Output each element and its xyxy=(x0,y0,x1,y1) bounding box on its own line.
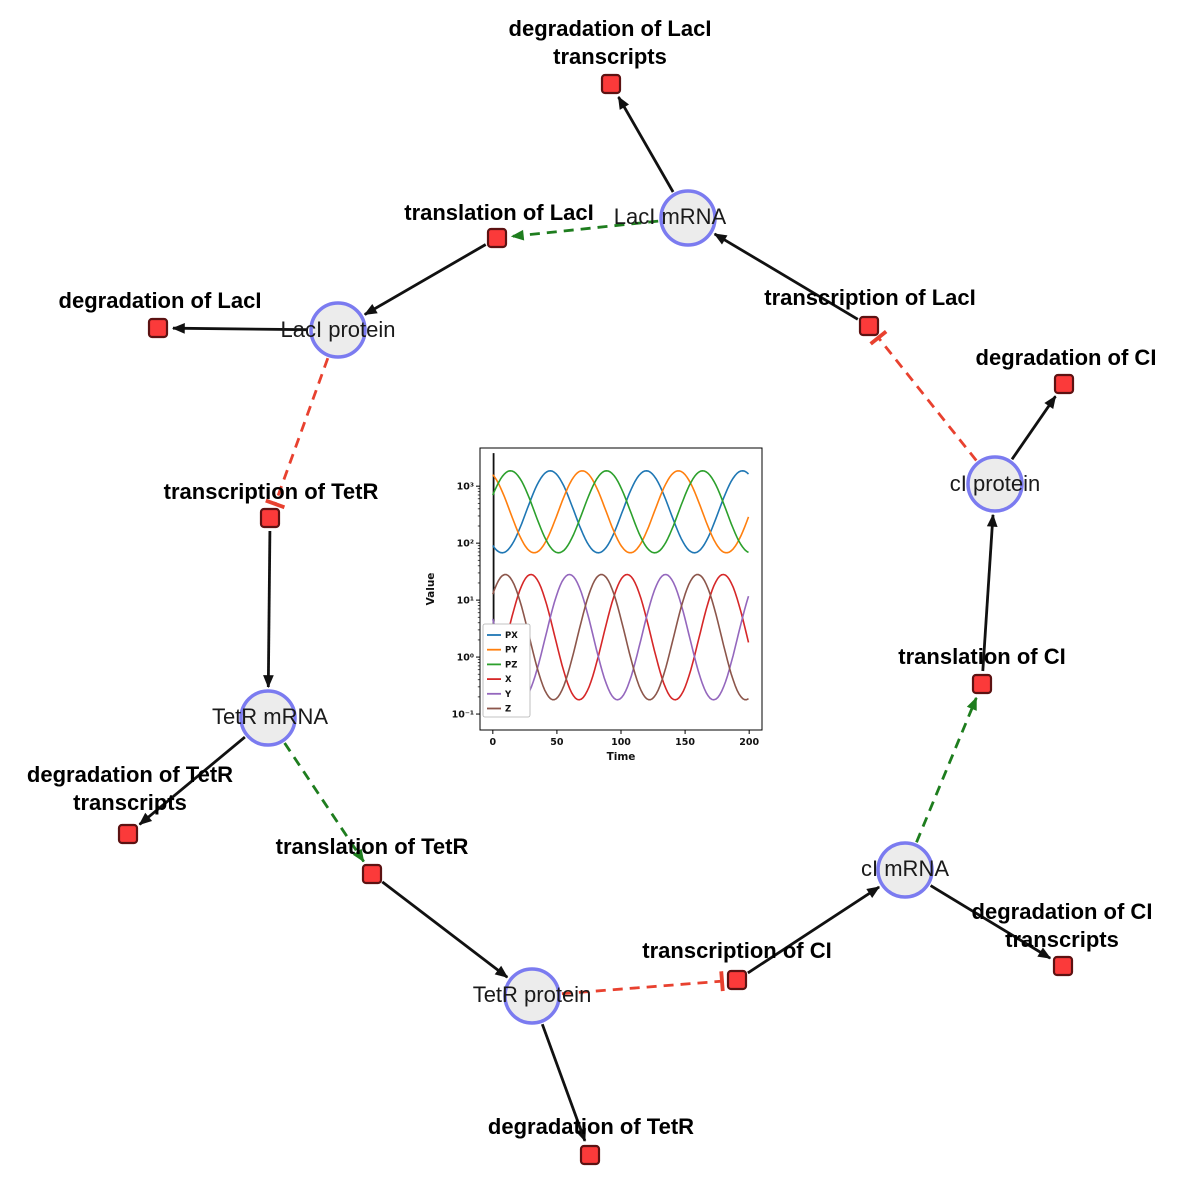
y-tick-label: 10³ xyxy=(457,482,474,493)
species-node-TetR_protein[interactable] xyxy=(503,967,561,1025)
reaction-node-deg_CI[interactable] xyxy=(1053,373,1075,395)
species-label-LacI_mRNA: LacI mRNA xyxy=(614,204,727,229)
species-node-TetR_mRNA[interactable] xyxy=(239,689,297,747)
reaction-label-deg_TetR: degradation of TetR xyxy=(488,1114,694,1139)
edge-production-transl_LacI-to-LacI_protein xyxy=(363,243,487,316)
chart-series-X xyxy=(492,573,750,701)
species-label-TetR_protein: TetR protein xyxy=(473,982,592,1007)
reaction-node-transl_CI[interactable] xyxy=(971,673,993,695)
x-axis-label: Time xyxy=(607,751,636,763)
reaction-label-txn_LacI: transcription of LacI xyxy=(764,285,975,310)
reaction-node-deg_LacI[interactable] xyxy=(147,317,169,339)
edge-production-txn_TetR-to-TetR_mRNA xyxy=(263,530,274,689)
reaction-label-transl_CI: translation of CI xyxy=(898,644,1065,669)
edge-modifier-TetR_mRNA-to-transl_TetR xyxy=(283,742,365,863)
x-tick-label: 100 xyxy=(611,737,631,748)
y-tick-label: 10⁻¹ xyxy=(452,710,474,721)
x-tick-label: 0 xyxy=(490,737,497,748)
edge-consumption-LacI_mRNA-to-deg_LacI_tx xyxy=(617,96,675,193)
x-tick-label: 150 xyxy=(675,737,695,748)
species-label-cI_protein: cI protein xyxy=(950,471,1041,496)
edge-production-transl_CI-to-cI_protein xyxy=(981,513,998,672)
reaction-node-deg_LacI_tx[interactable] xyxy=(600,73,622,95)
x-tick-label: 50 xyxy=(550,737,564,748)
y-tick-label: 10² xyxy=(457,539,474,550)
species-node-LacI_protein[interactable] xyxy=(309,301,367,359)
reaction-node-deg_TetR[interactable] xyxy=(579,1144,601,1166)
reaction-node-deg_TetR_tx[interactable] xyxy=(117,823,139,845)
chart-series-PY xyxy=(492,470,750,554)
species-label-cI_mRNA: cI mRNA xyxy=(861,856,949,881)
species-node-LacI_mRNA[interactable] xyxy=(659,189,717,247)
species-node-cI_mRNA[interactable] xyxy=(876,841,934,899)
edge-modifier-cI_mRNA-to-transl_CI xyxy=(915,696,978,843)
legend-label-X: X xyxy=(505,675,512,685)
edge-consumption-TetR_mRNA-to-deg_TetR_tx xyxy=(138,736,246,826)
reaction-label-deg_CI: degradation of CI xyxy=(976,345,1157,370)
chart-series-PX xyxy=(492,470,750,554)
reaction-node-transl_TetR[interactable] xyxy=(361,863,383,885)
x-tick-label: 200 xyxy=(739,737,759,748)
reaction-label-transl_TetR: translation of TetR xyxy=(276,834,469,859)
legend-label-PY: PY xyxy=(505,646,518,656)
reaction-node-transl_LacI[interactable] xyxy=(486,227,508,249)
edge-production-txn_LacI-to-LacI_mRNA xyxy=(713,232,859,321)
species-label-LacI_protein: LacI protein xyxy=(281,317,396,342)
species-node-cI_protein[interactable] xyxy=(966,455,1024,513)
reaction-label-deg_LacI: degradation of LacI xyxy=(59,288,262,313)
reaction-node-txn_LacI[interactable] xyxy=(858,315,880,337)
edge-inhibition-cI_protein-to-txn_LacI xyxy=(869,330,978,462)
edge-inhibition-TetR_protein-to-txn_CI xyxy=(561,971,725,996)
reaction-label-txn_CI: transcription of CI xyxy=(642,938,831,963)
edge-consumption-cI_protein-to-deg_CI xyxy=(1010,395,1057,461)
y-tick-label: 10¹ xyxy=(457,596,474,607)
y-tick-label: 10⁰ xyxy=(457,653,474,664)
nodes-layer xyxy=(117,73,1075,1166)
species-label-TetR_mRNA: TetR mRNA xyxy=(212,704,328,729)
chart-series-Y xyxy=(492,573,750,701)
edge-consumption-cI_mRNA-to-deg_CI_tx xyxy=(929,884,1052,960)
edge-inhibition-LacI_protein-to-txn_TetR xyxy=(265,357,330,510)
chart-series-PZ xyxy=(492,470,749,554)
y-axis-label: Value xyxy=(425,573,437,606)
legend-label-PZ: PZ xyxy=(505,660,517,670)
reaction-node-deg_CI_tx[interactable] xyxy=(1052,955,1074,977)
reaction-label-transl_LacI: translation of LacI xyxy=(404,200,593,225)
edge-production-transl_TetR-to-TetR_protein xyxy=(381,880,509,979)
reaction-node-txn_CI[interactable] xyxy=(726,969,748,991)
edge-consumption-TetR_protein-to-deg_TetR xyxy=(540,1023,587,1142)
edge-modifier-LacI_mRNA-to-transl_LacI xyxy=(510,219,659,241)
edge-consumption-LacI_protein-to-deg_LacI xyxy=(171,322,309,334)
legend-label-Y: Y xyxy=(504,690,512,700)
legend-label-Z: Z xyxy=(505,705,511,715)
reaction-label-txn_TetR: transcription of TetR xyxy=(164,479,379,504)
edges-layer xyxy=(138,96,1057,1142)
reaction-node-txn_TetR[interactable] xyxy=(259,507,281,529)
edge-production-txn_CI-to-cI_mRNA xyxy=(747,885,880,975)
legend-label-PX: PX xyxy=(505,631,518,641)
chart-series-Z xyxy=(492,573,749,701)
